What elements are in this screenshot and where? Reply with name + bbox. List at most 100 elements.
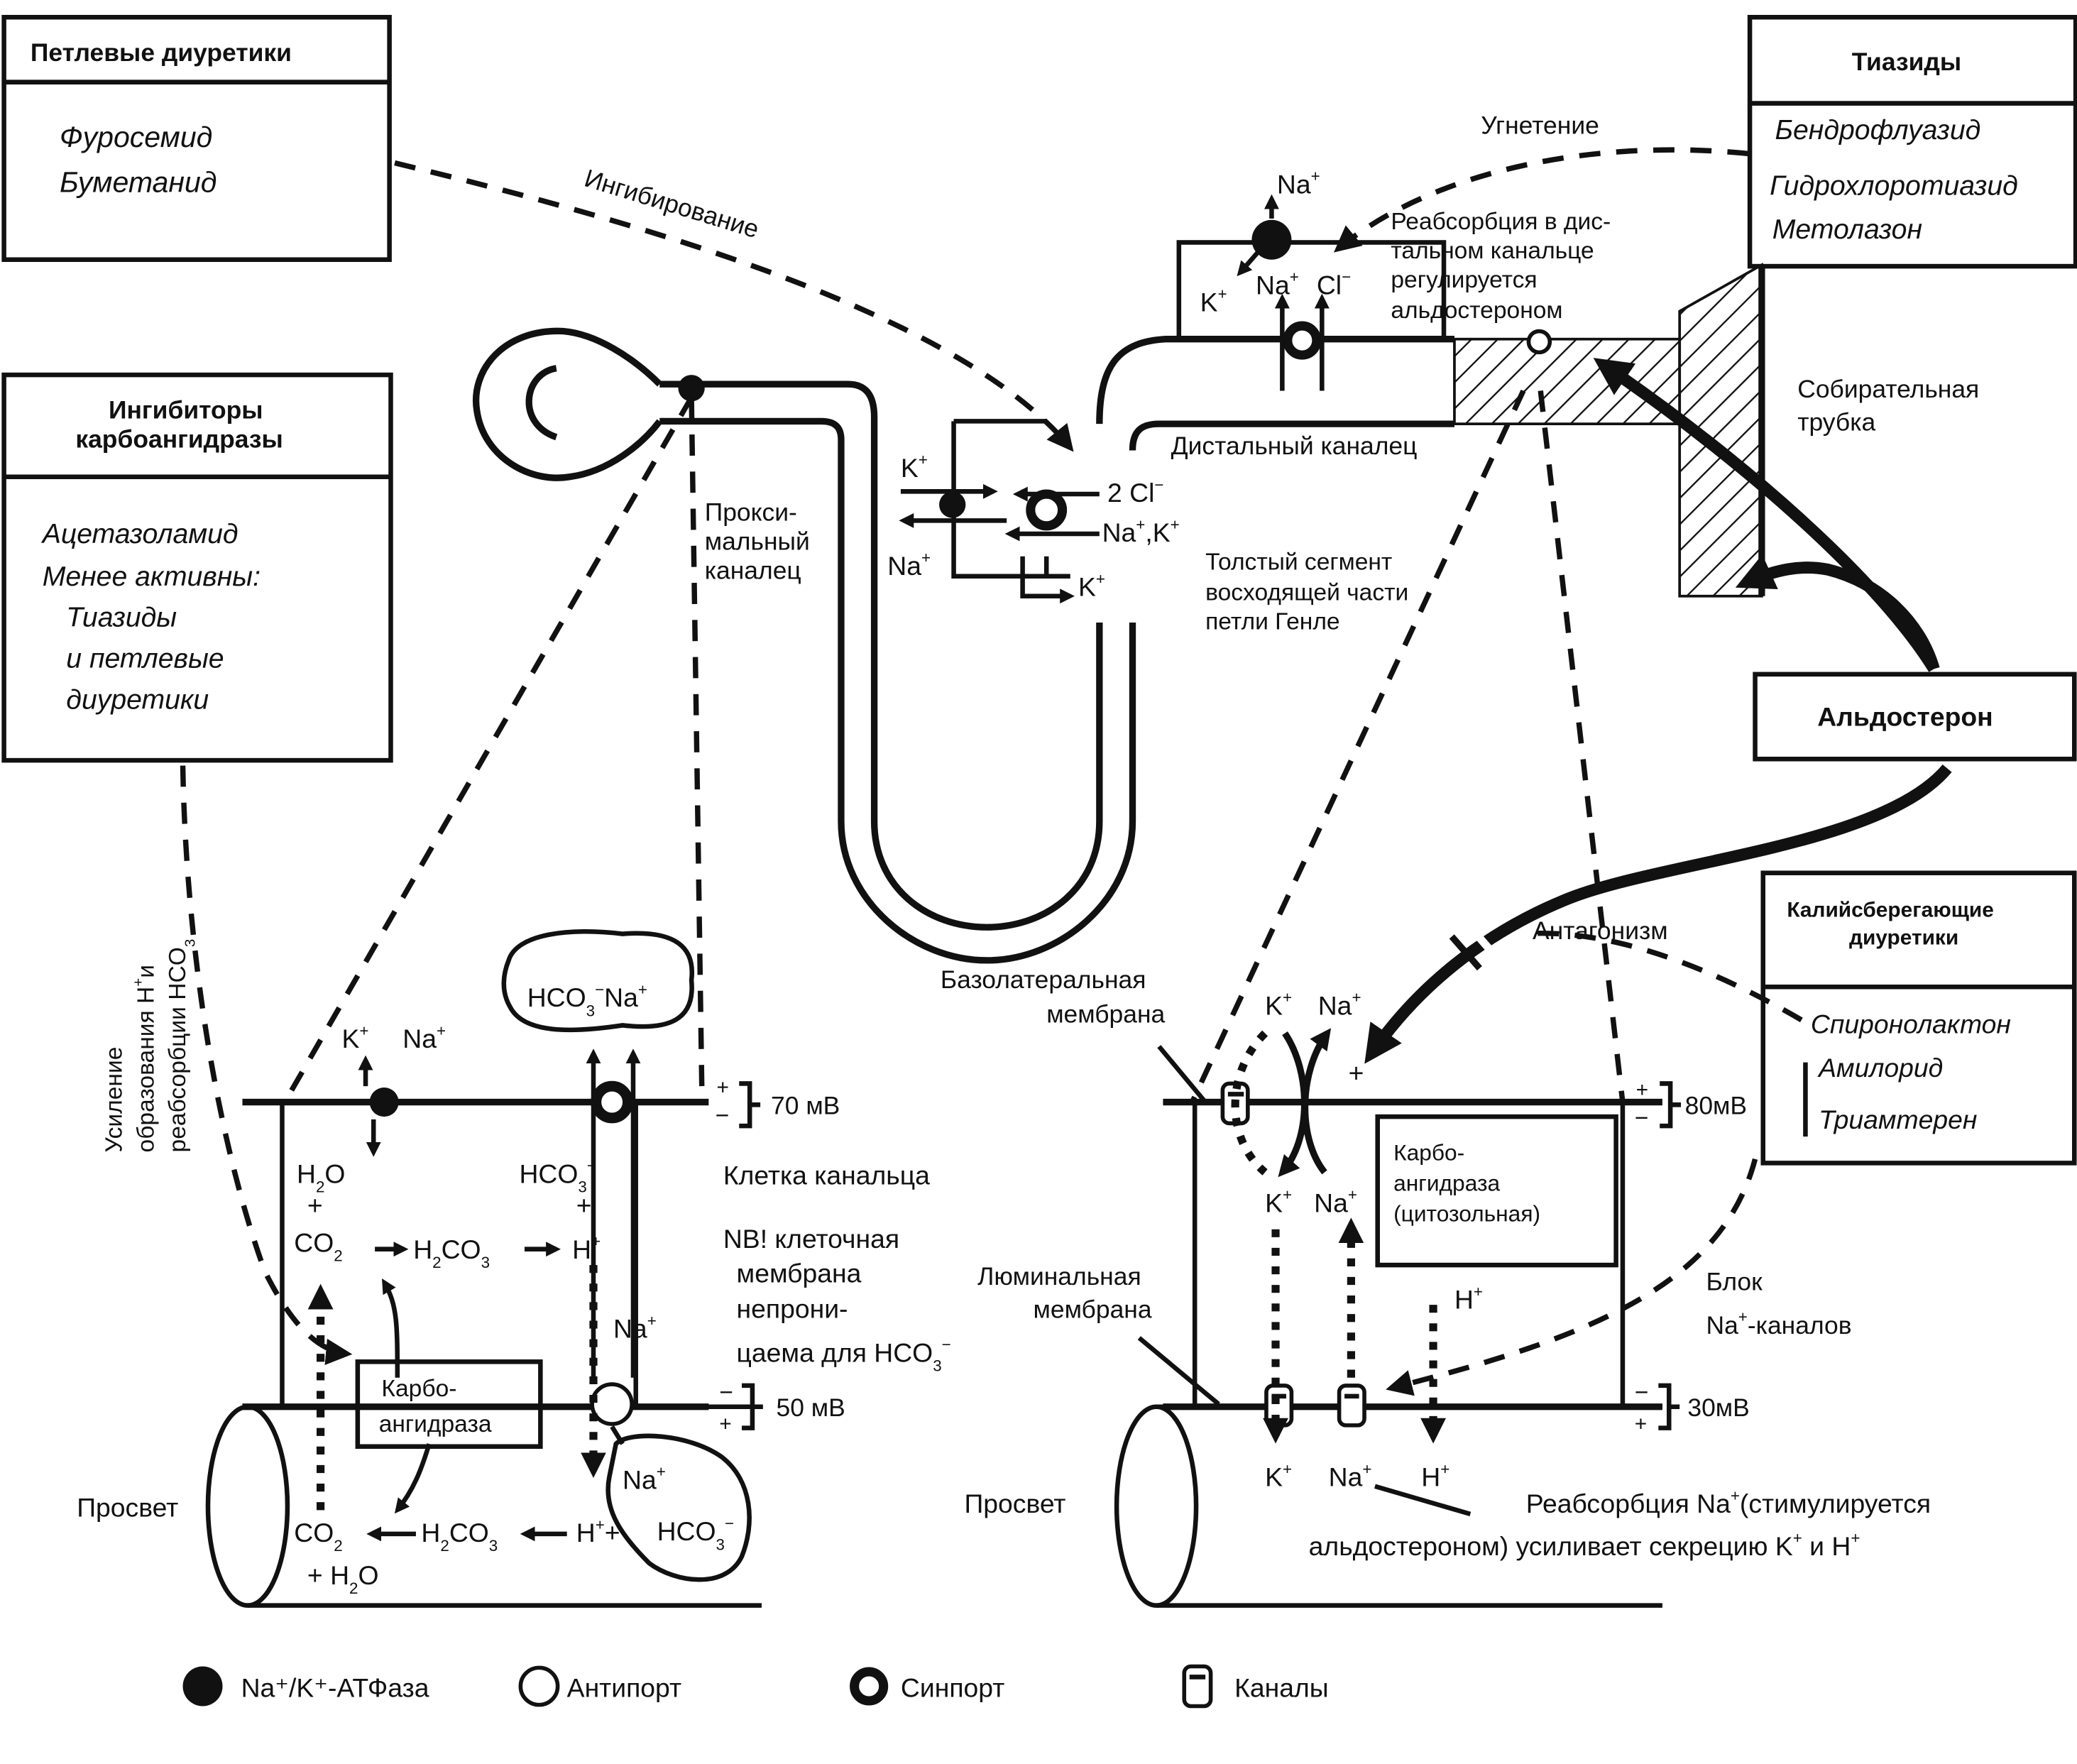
svg-text:+: + (307, 1190, 323, 1220)
svg-text:K+: K+ (1265, 1460, 1292, 1492)
legend-antiport-label: Антипорт (567, 1672, 681, 1702)
legend-symport-label: Синпорт (901, 1672, 1004, 1702)
svg-text:+: + (717, 1075, 729, 1099)
loop-item-furosemide: Фуросемид (60, 121, 212, 153)
ca-item-4: и петлевые (66, 643, 224, 674)
thick-label-1: Толстый сегмент (1205, 549, 1392, 575)
nb-label-3: непрони- (737, 1294, 848, 1324)
svg-text:−: − (716, 1102, 730, 1129)
svg-text:K+: K+ (1265, 1186, 1292, 1218)
collecting-channel-icon (1526, 329, 1552, 355)
svg-text:CO2: CO2 (294, 1518, 342, 1555)
loop-diuretics-box: Петлевые диуретики Фуросемид Буметанид (1, 14, 392, 263)
svg-text:HCO3−Na+: HCO3−Na+ (527, 980, 647, 1019)
svg-text:Na+: Na+ (1329, 1460, 1372, 1492)
aldosterone-arrows (1364, 358, 1952, 1064)
block-label-1: Блок (1706, 1268, 1763, 1296)
thiazides-title: Тиазиды (1852, 48, 1961, 76)
svg-text:+: + (1635, 1412, 1647, 1435)
luminal-label-1: Люминальная (977, 1262, 1141, 1291)
ca-enzyme-2: ангидраза (379, 1411, 492, 1437)
svg-text:2 Cl−: 2 Cl− (1107, 476, 1163, 508)
svg-text:H+: H+ (572, 1232, 601, 1264)
ca-item-3: Тиазиды (66, 603, 177, 633)
ca-item-2: Менее активны: (43, 561, 261, 592)
svg-text:CO2: CO2 (294, 1227, 342, 1264)
suppression-label: Угнетение (1481, 111, 1599, 139)
lumen-right-label: Просвет (965, 1489, 1066, 1518)
luminal-channel-na-icon (1337, 1384, 1366, 1428)
svg-text:H2CO3: H2CO3 (413, 1234, 490, 1271)
ca-title-1: Ингибиторы (109, 396, 263, 424)
proximal-label-2: мальный (705, 527, 810, 555)
ca-title-2: карбоангидразы (75, 425, 283, 454)
svg-text:K+: K+ (1200, 285, 1227, 317)
proximal-atpase-icon (678, 375, 705, 402)
svg-text:+: + (719, 1412, 731, 1435)
nb-label-1: NB! клеточная (723, 1224, 899, 1254)
legend-symport-icon (850, 1667, 889, 1706)
distal-symport-icon (1283, 321, 1322, 360)
thick-label-2: восходящей части (1205, 579, 1408, 606)
svg-text:K+: K+ (901, 451, 928, 483)
ca-inhibitors-box: Ингибиторы карбоангидразы Ацетазоламид М… (1, 372, 393, 763)
svg-text:Na+: Na+ (623, 1463, 666, 1495)
legend-antiport-icon (518, 1665, 560, 1707)
proximal-label-3: каналец (705, 556, 801, 584)
luminal-label-2: мембрана (1034, 1295, 1152, 1324)
basolateral-label-1: Базолатеральная (941, 965, 1146, 994)
nb-label-4: цаема для HCO3− (737, 1336, 951, 1375)
collecting-label-2: трубка (1797, 407, 1875, 436)
svg-text:K+: K+ (1078, 570, 1105, 602)
nb-label-2: мембрана (737, 1258, 862, 1288)
svg-text:+: + (576, 1190, 592, 1220)
ksparing-item-spirono: Спиронолактон (1811, 1009, 2011, 1039)
thick-label-3: петли Генле (1205, 608, 1339, 635)
thiazides-box: Тиазиды Бендрофлуазид Гидрохлоротиазид М… (1747, 14, 2077, 269)
thick-atpase-icon (939, 491, 966, 518)
legend-atpase-label: Na⁺/K⁺-АТФаза (241, 1672, 429, 1702)
svg-text:Na+: Na+ (1277, 168, 1320, 199)
proximal-chemistry: K+ Na+ HCO3−Na+ H2O + CO2 H2CO3 H+ HCO3−… (294, 980, 734, 1596)
thick-symport-icon (1026, 489, 1068, 531)
distal-reab-4: альдостероном (1391, 297, 1562, 324)
legend-channel-icon (1182, 1664, 1213, 1709)
ca-item-5: диуретики (66, 684, 209, 715)
ca-cyto-3: (цитозольная) (1393, 1201, 1540, 1227)
voltage-30: 30мВ (1687, 1393, 1749, 1422)
ksparing-title-2: диуретики (1849, 926, 1958, 950)
ksparing-item-amilor: Амилорид (1817, 1053, 1943, 1083)
antagonism-label: Антагонизм (1533, 916, 1668, 945)
aldosterone-title: Альдостерон (1817, 702, 1993, 732)
distal-reab-3: регулируется (1391, 267, 1537, 293)
dashed-connections (180, 147, 1803, 1396)
legend-channel-label: Каналы (1234, 1672, 1328, 1702)
reab-na-line-2: альдостероном) усиливает секрецию K+ и H… (1309, 1529, 1860, 1561)
nephron (473, 194, 1765, 964)
svg-text:Усиление: Усиление (102, 1047, 128, 1153)
proximal-label-1: Прокси- (705, 498, 797, 526)
thiazide-item-hydrochloro: Гидрохлоротиазид (1770, 170, 2018, 201)
ksparing-title-1: Калийсберегающие (1787, 898, 1994, 921)
ca-item-1: Ацетазоламид (41, 519, 239, 549)
svg-text:+: + (1636, 1078, 1648, 1102)
svg-text:Na+: Na+ (1318, 989, 1361, 1021)
voltage-50: 50 мВ (777, 1393, 845, 1422)
svg-text:−: − (719, 1379, 733, 1406)
svg-text:−: − (1635, 1379, 1649, 1406)
svg-text:H++: H++ (576, 1516, 620, 1547)
k-sparing-box: Калийсберегающие диуретики Спиронолактон… (1760, 870, 2077, 1166)
svg-text:Na+: Na+ (1314, 1186, 1357, 1218)
ca-cyto-2: ангидраза (1393, 1171, 1500, 1196)
voltage-80: 80мВ (1685, 1091, 1747, 1119)
ca-cyto-1: Карбо- (1393, 1140, 1464, 1166)
svg-text:реабсорбции HCO3: реабсорбции HCO3 (165, 939, 198, 1153)
proximal-cell: Карбо- ангидраза + − 70 мВ − + 50 мВ (205, 928, 845, 1608)
svg-text:H+: H+ (1454, 1283, 1483, 1315)
thiazide-item-metolazone: Метолазон (1772, 214, 1922, 245)
legend: Na⁺/K⁺-АТФаза Антипорт Синпорт Каналы (182, 1664, 1329, 1709)
legend-atpase-icon (182, 1666, 223, 1707)
svg-text:K+: K+ (1265, 989, 1292, 1021)
svg-text:Na+: Na+ (1256, 268, 1299, 300)
